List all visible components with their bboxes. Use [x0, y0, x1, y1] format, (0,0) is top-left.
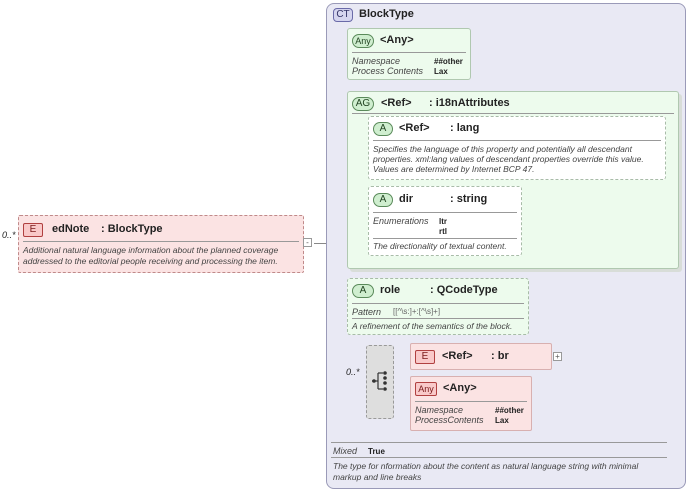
- role-name: role: [380, 284, 401, 296]
- any-name: <Any>: [380, 34, 414, 46]
- dir-separator: [373, 212, 517, 213]
- element-br[interactable]: E <Ref> : br: [410, 343, 552, 370]
- ag-badge: AG: [352, 97, 374, 111]
- element-edNote[interactable]: E edNote : BlockType Additional natural …: [18, 215, 304, 273]
- role-separator-2: [352, 318, 524, 319]
- role-badge: A: [352, 284, 374, 298]
- ct-mixed-value: True: [368, 447, 385, 456]
- any2-badge: Any: [415, 382, 437, 396]
- dir-enum-value-0: ltr: [439, 217, 447, 226]
- collapse-toggle[interactable]: -: [303, 238, 312, 247]
- any-wildcard-2[interactable]: Any <Any> Namespace ##other ProcessConte…: [410, 376, 532, 431]
- ct-footer-separator: [331, 442, 667, 443]
- ag-separator: [352, 113, 674, 114]
- dir-name: dir: [399, 193, 414, 205]
- br-ref: <Ref>: [442, 350, 473, 362]
- role-separator: [352, 303, 524, 304]
- any-prop-value-1: Lax: [434, 67, 448, 76]
- role-description: A refinement of the semantics of the blo…: [352, 321, 513, 331]
- ag-ref: <Ref>: [381, 97, 412, 109]
- dir-description: The directionality of textual content.: [373, 241, 507, 251]
- attribute-lang[interactable]: A <Ref> : lang Specifies the language of…: [368, 116, 666, 180]
- attribute-dir[interactable]: A dir : string Enumerations ltr rtl The …: [368, 186, 522, 256]
- any2-prop-label-1: ProcessContents: [415, 415, 484, 425]
- dir-separator-2: [373, 238, 517, 239]
- role-pattern-label: Pattern: [352, 307, 382, 317]
- element-badge: E: [23, 223, 43, 237]
- ct-mixed-label: Mixed: [333, 446, 358, 456]
- element-type: : BlockType: [101, 223, 163, 235]
- element-multiplicity: 0..*: [2, 230, 16, 240]
- dir-type: : string: [450, 193, 488, 205]
- choice-icon: [372, 371, 387, 391]
- role-type: : QCodeType: [430, 284, 498, 296]
- element-separator: [23, 241, 299, 242]
- any2-prop-value-0: ##other: [495, 406, 524, 415]
- any2-prop-label-0: Namespace: [415, 405, 464, 415]
- any2-name: <Any>: [443, 382, 477, 394]
- dir-enum-label: Enumerations: [373, 216, 429, 226]
- ct-footer-separator-2: [331, 457, 667, 458]
- br-badge: E: [415, 350, 435, 364]
- lang-description-line-0: Specifies the language of this property …: [373, 144, 632, 154]
- dir-badge: A: [373, 193, 393, 207]
- dir-enum-value-1: rtl: [439, 227, 447, 236]
- any-wildcard-1[interactable]: Any <Any> Namespace ##other Process Cont…: [347, 28, 471, 80]
- any-badge: Any: [352, 34, 374, 48]
- lang-description-line-1: properties. xml:lang values of descendan…: [373, 154, 644, 164]
- element-description: Additional natural language information …: [23, 245, 279, 266]
- any-prop-label-0: Namespace: [352, 56, 401, 66]
- role-pattern-value: [[^\s:]+:[^\s]+]: [393, 307, 441, 316]
- attribute-role[interactable]: A role : QCodeType Pattern [[^\s:]+:[^\s…: [347, 278, 529, 335]
- any-prop-value-0: ##other: [434, 57, 463, 66]
- br-name: : br: [491, 350, 509, 362]
- any-prop-label-1: Process Contents: [352, 66, 424, 76]
- lang-separator: [373, 140, 661, 141]
- choice-compositor[interactable]: [366, 345, 394, 419]
- any2-prop-value-1: Lax: [495, 416, 509, 425]
- ct-description-line-1: markup and line breaks: [333, 472, 422, 482]
- ct-name: BlockType: [359, 8, 414, 20]
- lang-description-line-2: Values are determined by Internet BCP 47…: [373, 164, 535, 174]
- element-name: edNote: [52, 223, 90, 235]
- expand-toggle[interactable]: +: [553, 352, 562, 361]
- ct-description-line-0: The type for nformation about the conten…: [333, 461, 639, 471]
- lang-ref: <Ref>: [399, 122, 430, 134]
- any-separator: [352, 52, 466, 53]
- ct-badge: CT: [333, 8, 353, 22]
- any2-separator: [415, 401, 527, 402]
- lang-name: : lang: [450, 122, 480, 134]
- lang-badge: A: [373, 122, 393, 136]
- choice-multiplicity: 0..*: [346, 367, 360, 377]
- ag-name: : i18nAttributes: [429, 97, 510, 109]
